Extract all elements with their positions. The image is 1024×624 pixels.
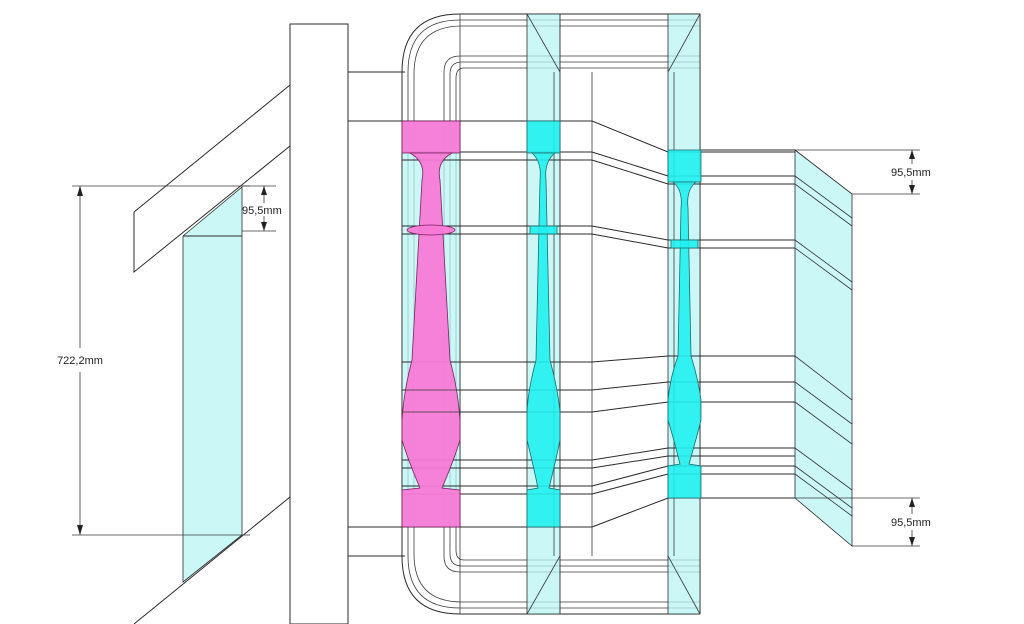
right-bottom-dimension-label: 95,5mm <box>891 517 931 529</box>
horizontal-rails <box>348 71 405 557</box>
newel-post <box>289 23 349 624</box>
dimension-right-top: 95,5mm <box>795 149 931 195</box>
magenta-baluster <box>401 120 461 528</box>
right-top-dimension-label: 95,5mm <box>891 167 931 179</box>
right-stair-section <box>700 149 853 547</box>
dimension-left-handrail: 95,5mm <box>242 185 282 232</box>
cross-lines <box>402 120 795 528</box>
left-cyan-panel <box>182 186 243 583</box>
bottom-slope-line <box>133 496 291 624</box>
total-height-label: 722,2mm <box>57 355 103 367</box>
left-handrail-dimension-label: 95,5mm <box>242 205 282 217</box>
cyan-baluster-right <box>667 149 702 499</box>
dimension-right-bottom: 95,5mm <box>795 497 931 547</box>
dimension-total-height: 722,2mm <box>57 185 250 536</box>
left-stair-section <box>133 83 291 624</box>
cyan-baluster-middle <box>526 120 561 528</box>
